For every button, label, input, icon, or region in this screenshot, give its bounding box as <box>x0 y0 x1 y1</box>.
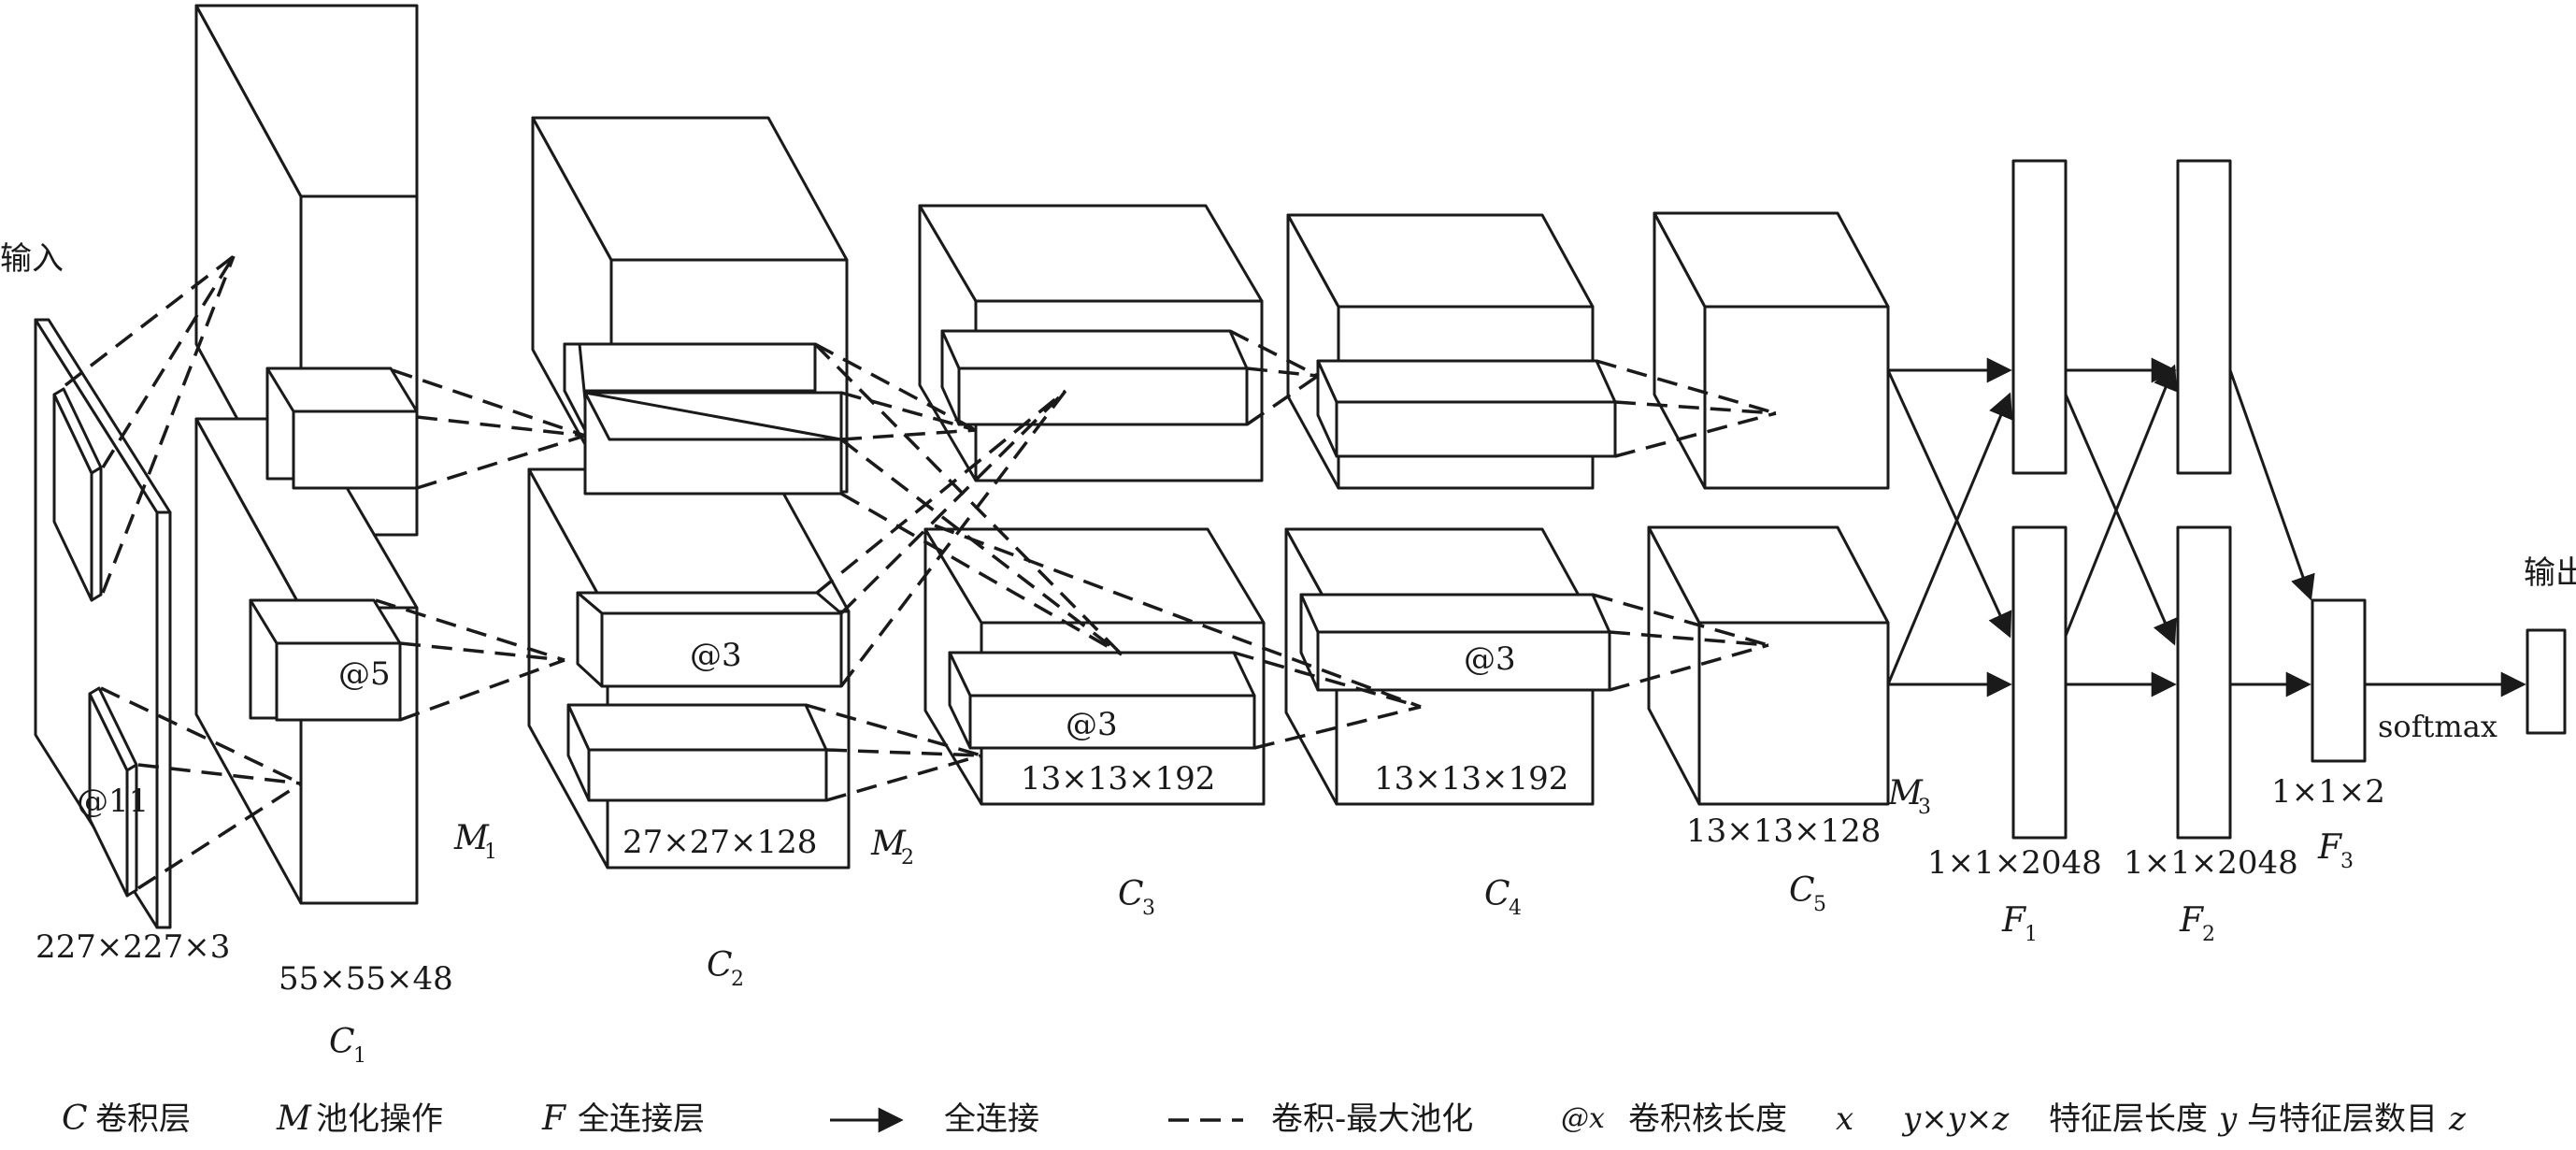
legend-arrow: 全连接 <box>830 1100 1039 1138</box>
dashed-connections <box>64 254 1777 890</box>
c2-size-label: 27×27×128 <box>623 824 817 861</box>
svg-text:3: 3 <box>1142 897 1155 920</box>
fc-layer-f3 <box>2311 598 2367 763</box>
output-node <box>2526 628 2567 735</box>
svg-text:M: M <box>276 1100 312 1138</box>
c2-name-label: C 2 <box>707 946 744 991</box>
c4-kernel-label: @3 <box>1464 640 1516 678</box>
m1-name-label: M 1 <box>453 819 497 864</box>
svg-text:3: 3 <box>2340 850 2354 873</box>
legend-conv: C 卷积层 <box>62 1100 191 1138</box>
f3-name-label: F 3 <box>2317 828 2354 873</box>
c4-size-label: 13×13×192 <box>1374 760 1568 798</box>
svg-text:M: M <box>870 825 907 863</box>
svg-text:与特征层数目: 与特征层数目 <box>2247 1100 2438 1138</box>
conv-layer-c2 <box>527 116 851 870</box>
c1-kernel-label: @5 <box>338 655 391 693</box>
svg-text:特征层长度: 特征层长度 <box>2049 1100 2208 1138</box>
f1-size-label: 1×1×2048 <box>1927 844 2102 882</box>
svg-text:2: 2 <box>901 846 914 870</box>
c3-size-label: 13×13×192 <box>1021 760 1215 798</box>
input-volume <box>34 318 172 929</box>
fc-layer-f2 <box>2176 159 2232 840</box>
c3-name-label: C 3 <box>1118 875 1155 920</box>
svg-text:F: F <box>2317 828 2343 867</box>
svg-text:@x: @x <box>1561 1102 1605 1135</box>
fc-connections <box>1886 357 2526 697</box>
svg-text:5: 5 <box>1813 893 1826 916</box>
svg-text:1: 1 <box>353 1044 366 1068</box>
conv-layer-c3 <box>918 204 1266 806</box>
legend-kernel: @x 卷积核长度 x <box>1561 1100 1853 1138</box>
svg-text:卷积层: 卷积层 <box>95 1100 191 1138</box>
legend-pool: M 池化操作 <box>276 1100 443 1138</box>
legend: C 卷积层 M 池化操作 F 全连接层 全连接 卷积-最大池化 @x 卷积核长度… <box>62 1100 2467 1138</box>
legend-dashed: 卷积-最大池化 <box>1168 1100 1473 1138</box>
svg-text:x: x <box>1836 1100 1853 1138</box>
conv-layer-c4 <box>1284 213 1617 806</box>
svg-text:F: F <box>2179 901 2205 940</box>
svg-text:C: C <box>1789 871 1815 910</box>
conv-layer-c1 <box>194 4 419 905</box>
legend-fc: F 全连接层 <box>541 1100 705 1138</box>
svg-text:2: 2 <box>2202 923 2215 946</box>
svg-text:M: M <box>453 819 490 857</box>
svg-text:F: F <box>2001 901 2027 940</box>
conv-layer-c5 <box>1647 211 1890 806</box>
svg-text:卷积核长度: 卷积核长度 <box>1628 1100 1787 1138</box>
f3-size-label: 1×1×2 <box>2271 773 2385 811</box>
softmax-label: softmax <box>2378 709 2497 744</box>
svg-text:C: C <box>707 946 733 985</box>
c5-size-label: 13×13×128 <box>1686 812 1881 850</box>
svg-text:池化操作: 池化操作 <box>316 1100 443 1138</box>
svg-text:F: F <box>541 1100 567 1138</box>
svg-text:全连接层: 全连接层 <box>578 1100 705 1138</box>
f2-name-label: F 2 <box>2179 901 2215 946</box>
c4-name-label: C 4 <box>1484 875 1522 920</box>
svg-text:C: C <box>62 1100 88 1138</box>
svg-text:4: 4 <box>1509 897 1522 920</box>
fc-layer-f1 <box>2011 159 2068 840</box>
input-size-label: 227×227×3 <box>36 928 230 966</box>
c5-name-label: C 5 <box>1789 871 1826 916</box>
svg-text:M: M <box>1887 774 1924 812</box>
legend-feature: y×y×z 特征层长度 y 与特征层数目 z <box>1901 1100 2467 1138</box>
input-kernel-label: @11 <box>77 783 149 820</box>
output-label: 输出 <box>2524 554 2576 592</box>
svg-text:C: C <box>1118 875 1144 913</box>
svg-text:卷积-最大池化: 卷积-最大池化 <box>1271 1100 1473 1138</box>
f1-name-label: F 1 <box>2001 901 2038 946</box>
svg-text:y×y×z: y×y×z <box>1901 1100 2010 1138</box>
svg-text:3: 3 <box>1918 796 1931 819</box>
input-label: 输入 <box>0 240 64 278</box>
f2-size-label: 1×1×2048 <box>2124 844 2298 882</box>
svg-text:1: 1 <box>2025 923 2038 946</box>
svg-text:全连接: 全连接 <box>944 1100 1039 1138</box>
svg-text:1: 1 <box>484 841 497 864</box>
c3-kernel-label: @3 <box>1066 706 1118 743</box>
svg-text:z: z <box>2448 1100 2467 1138</box>
m2-name-label: M 2 <box>870 825 914 870</box>
c1-name-label: C 1 <box>329 1023 366 1068</box>
c2-kernel-label: @3 <box>690 637 742 674</box>
svg-text:C: C <box>1484 875 1510 913</box>
c1-size-label: 55×55×48 <box>279 960 453 998</box>
svg-text:2: 2 <box>731 968 744 991</box>
svg-text:C: C <box>329 1023 355 1061</box>
svg-text:y: y <box>2217 1100 2238 1138</box>
m3-name-label: M 3 <box>1887 774 1931 819</box>
